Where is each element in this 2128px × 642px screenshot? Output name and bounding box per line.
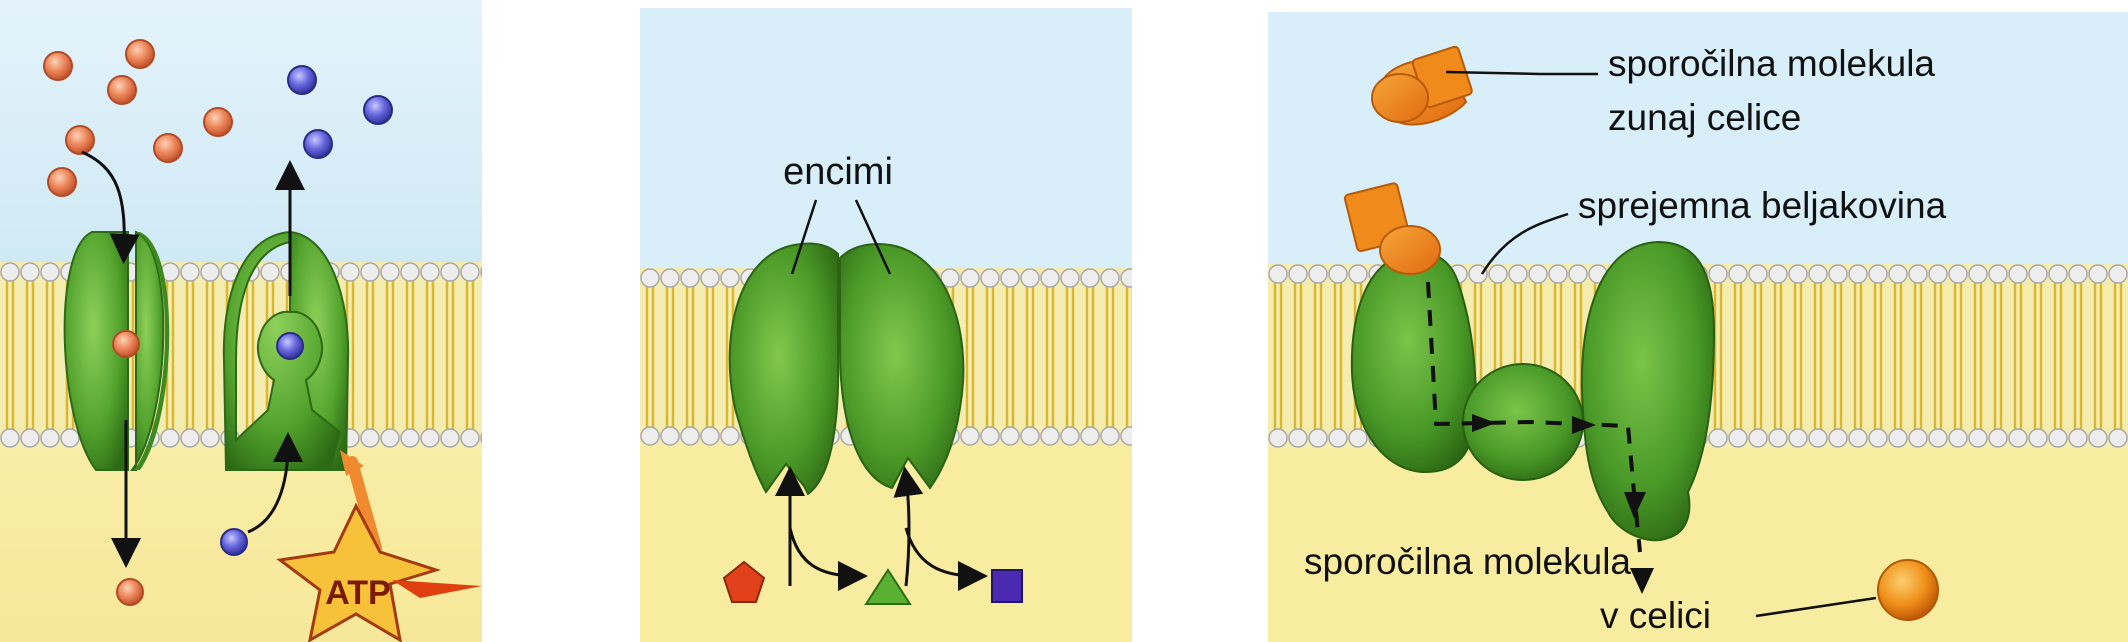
orange-ions-outside: [43, 39, 233, 197]
receptor-label: sprejemna beljakovina: [1578, 185, 1947, 226]
signaling-panel: sporočilna molekula zunaj celice sprejem…: [1268, 12, 2128, 642]
enzyme-left: [728, 242, 840, 496]
signaling-diagram: sporočilna molekula zunaj celice sprejem…: [1268, 12, 2128, 642]
signal-molecule-inside: [1877, 559, 1939, 621]
outside-molecule-label-line2: zunaj celice: [1608, 97, 1801, 138]
enzymes-panel: encimi: [640, 8, 1132, 642]
square-icon: [991, 569, 1023, 603]
extracellular-space: [640, 8, 1132, 278]
arrow-icon: [788, 527, 868, 591]
enzyme-right: [839, 242, 965, 490]
inside-molecule-label-line2: v celici: [1600, 595, 1711, 636]
enzymes-diagram: encimi: [640, 8, 1132, 642]
transport-panel: ATP: [0, 0, 482, 642]
cytoplasm: [1268, 442, 2128, 642]
orange-ion-in-channel: [112, 330, 140, 358]
triangle-icon: [864, 568, 912, 605]
atp-label: ATP: [325, 574, 390, 612]
signal-molecule-bound: [1343, 182, 1441, 275]
atp-star-icon: ATP: [276, 450, 482, 642]
receptor-pointer: [1480, 212, 1569, 275]
enzymes-label: encimi: [783, 151, 893, 193]
arrow-icon: [893, 466, 924, 587]
blue-ions-outside: [287, 65, 393, 159]
orange-ion-inside: [116, 578, 144, 606]
inside-molecule-pointer: [1755, 596, 1877, 618]
transport-diagram: ATP: [0, 0, 482, 642]
outside-molecule-label-line1: sporočilna molekula: [1608, 43, 1935, 84]
arrow-icon: [1572, 416, 1596, 434]
arrow-icon: [1472, 414, 1496, 432]
arrow-icon: [1624, 492, 1646, 518]
channel-protein: [63, 230, 170, 471]
arrow-icon: [904, 527, 988, 591]
blue-ion-inside: [220, 528, 248, 556]
signal-molecule-outside: [1371, 45, 1473, 126]
arrow-icon: [81, 150, 140, 264]
blue-ion-in-carrier: [276, 332, 304, 360]
arrow-icon: [1630, 568, 1654, 594]
inside-molecule-label-line1: sporočilna molekula: [1304, 541, 1631, 582]
enzymes-pointer-left: [790, 199, 818, 275]
pentagon-icon: [722, 560, 766, 603]
enzymes-pointer-right: [854, 199, 892, 275]
arrow-icon: [247, 432, 303, 534]
